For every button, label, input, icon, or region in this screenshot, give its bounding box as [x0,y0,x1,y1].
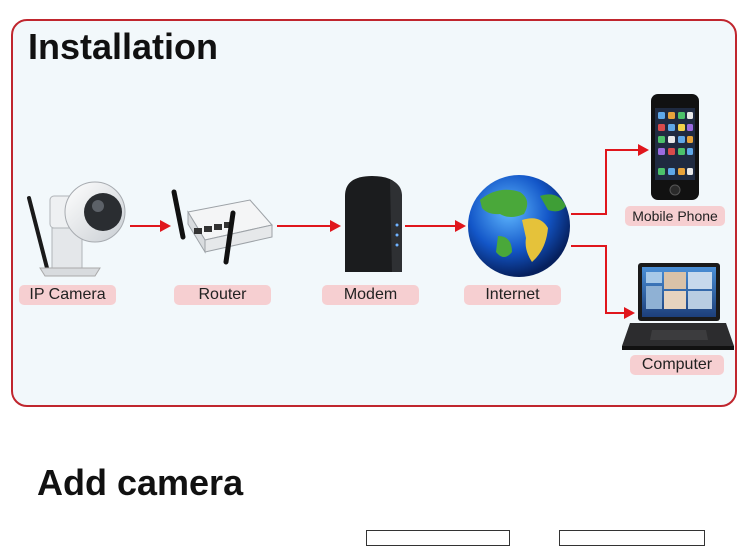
arrow-head [638,144,649,156]
globe-icon [468,175,570,277]
laptop-icon [622,263,734,350]
label-computer: Computer [630,355,724,375]
connection-arrows [130,149,641,314]
router-icon [171,189,273,265]
arrow-head [160,220,171,232]
label-mobile-phone: Mobile Phone [625,206,725,226]
label-router: Router [174,285,271,305]
bottom-frame-right [559,530,705,546]
label-modem: Modem [322,285,419,305]
label-ip-camera: IP Camera [19,285,116,305]
add-camera-title: Add camera [37,462,244,503]
bottom-frame-left [366,530,510,546]
installation-diagram [27,94,734,350]
modem-icon [345,176,402,272]
arrow-head [330,220,341,232]
arrow-head [455,220,466,232]
label-internet: Internet [464,285,561,305]
arrow-head [624,307,635,319]
ip-camera-icon [27,181,126,277]
smartphone-icon [651,94,699,200]
installation-title: Installation [28,26,219,67]
